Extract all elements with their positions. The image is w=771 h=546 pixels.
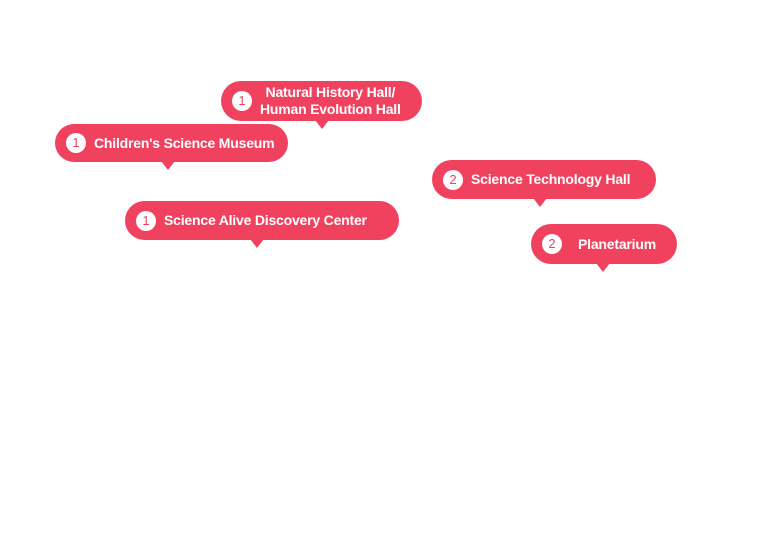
marker-number-badge: 2	[542, 234, 562, 254]
marker-number-badge: 2	[443, 169, 463, 190]
marker-label: Science Technology Hall	[471, 171, 631, 187]
marker-label: Science Alive Discovery Center	[164, 212, 367, 228]
marker-label: Children's Science Museum	[94, 134, 275, 151]
marker-number-badge: 1	[232, 91, 252, 111]
marker-label-line-2: Human Evolution Hall	[260, 101, 401, 117]
marker-science-alive-discovery-center[interactable]: 1 Science Alive Discovery Center	[125, 201, 399, 240]
marker-planetarium[interactable]: 2 Planetarium	[531, 224, 677, 264]
marker-natural-history-hall[interactable]: 1 Natural History Hall/ Human Evolution …	[221, 81, 422, 121]
marker-number-badge: 1	[66, 133, 86, 153]
marker-childrens-science-museum[interactable]: 1 Children's Science Museum	[55, 124, 288, 162]
marker-number-badge: 1	[136, 210, 156, 231]
marker-label-line-1: Natural History Hall/	[265, 84, 396, 100]
marker-science-technology-hall[interactable]: 2 Science Technology Hall	[432, 160, 656, 199]
marker-label: Natural History Hall/ Human Evolution Ha…	[260, 84, 401, 118]
marker-label: Planetarium	[578, 235, 656, 252]
